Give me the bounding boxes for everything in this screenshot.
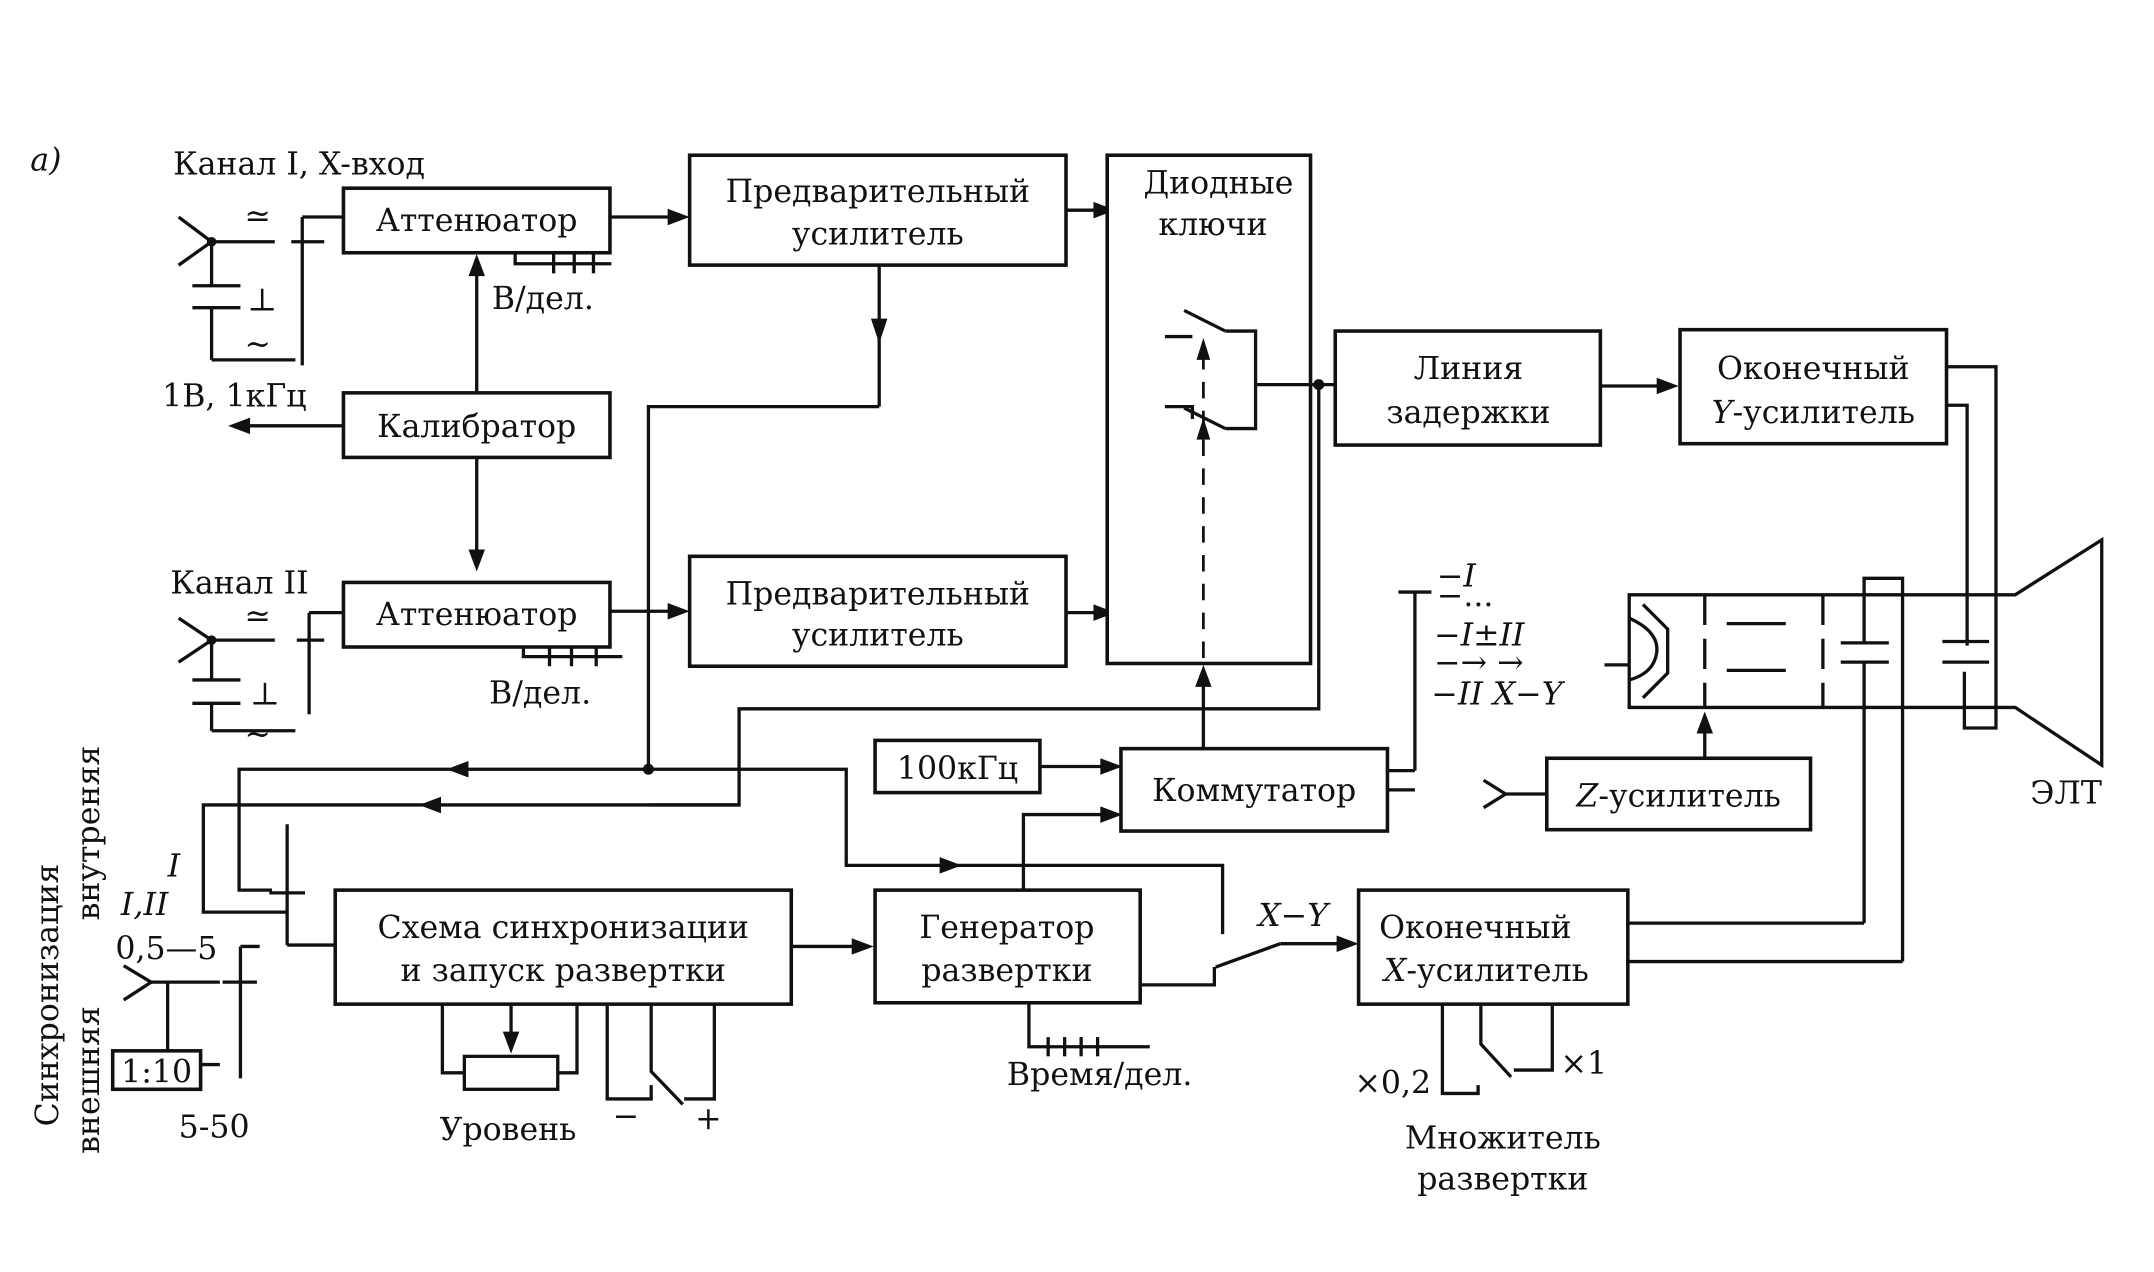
preamp1-block: Предварительный усилитель: [687, 153, 1068, 267]
svg-text:Генератор: Генератор: [919, 910, 1094, 946]
svg-text:Z-усилитель: Z-усилитель: [1575, 778, 1780, 814]
volts-per-div-switch-1[interactable]: В/дел.: [492, 252, 612, 317]
svg-text:Линия: Линия: [1414, 351, 1523, 387]
channel2-title: Канал II: [170, 565, 308, 601]
mode-chop: −...: [1437, 578, 1494, 614]
preamp2-block: Предварительный усилитель: [687, 554, 1068, 669]
svg-text:усилитель: усилитель: [792, 618, 964, 654]
xy-switch[interactable]: [1140, 942, 1340, 987]
switcher-block: Коммутатор: [1119, 746, 1390, 833]
svg-text:Аттенюатор: Аттенюатор: [376, 597, 578, 633]
sweep-multiplier-label-2: развертки: [1417, 1162, 1588, 1198]
coupling-ground-icon: ⊥: [250, 677, 280, 713]
svg-text:X-усилитель: X-усилитель: [1381, 953, 1589, 989]
attenuator2-block: Аттенюатор: [341, 580, 612, 649]
divider-1-10-block: 1:10: [110, 1049, 203, 1092]
svg-text:Y-усилитель: Y-усилитель: [1712, 395, 1915, 431]
channel1-coupling-switch[interactable]: ≃ ⊥ ∼: [245, 199, 344, 366]
svg-text:100кГц: 100кГц: [897, 751, 1018, 787]
sync-source-switch[interactable]: [269, 824, 336, 947]
mode-add: −I±II: [1434, 618, 1525, 654]
svg-text:и запуск развертки: и запуск развертки: [401, 953, 726, 989]
mode-alt: −→ →: [1434, 645, 1523, 681]
svg-text:Диодные: Диодные: [1143, 166, 1293, 202]
sync-internal-label: внутреняя: [71, 746, 107, 921]
range-high-label: 5-50: [179, 1109, 250, 1145]
sweep-multiplier-label-1: Множитель: [1405, 1120, 1601, 1156]
svg-text:задержки: задержки: [1386, 395, 1550, 431]
sync-I-label: I: [167, 848, 181, 884]
calibrator-block: Калибратор: [341, 391, 612, 460]
coupling-ac-icon: ∼: [245, 717, 271, 753]
display-mode-switch[interactable]: −I −... −I±II −→ → −II X−Y: [1386, 559, 1566, 773]
xy-switch-label: X−Y: [1255, 898, 1331, 934]
sync-external-label: внешняя: [71, 1006, 107, 1154]
mode-ch1: −I: [1437, 559, 1476, 595]
range-low-label: 0,5—5: [115, 931, 217, 967]
svg-text:ключи: ключи: [1158, 207, 1267, 243]
sweep-multiplier-switch[interactable]: [1440, 1004, 1554, 1096]
sweep-generator-block: Генератор развертки: [873, 888, 1142, 1005]
slope-switch[interactable]: [605, 1004, 717, 1106]
z-input-connector-icon: [1482, 778, 1547, 810]
attenuator1-block: Аттенюатор: [341, 186, 612, 255]
crt-label: ЭЛТ: [2030, 776, 2102, 812]
level-potentiometer[interactable]: [440, 1004, 579, 1091]
mult-0-2-label: ×0,2: [1354, 1065, 1431, 1101]
volts-per-div-label-2: В/дел.: [489, 675, 591, 711]
ext-sync-range-switch[interactable]: [222, 944, 260, 1079]
diode-keys-block: Диодные ключи: [1105, 153, 1313, 666]
slope-minus-label: −: [613, 1098, 639, 1134]
mult-1-label: ×1: [1561, 1046, 1608, 1082]
coupling-ac-dc-icon: ≃: [245, 598, 271, 634]
volts-per-div-label-1: В/дел.: [492, 281, 594, 317]
svg-text:усилитель: усилитель: [792, 217, 964, 253]
coupling-ac-dc-icon: ≃: [245, 199, 271, 235]
ext-sync-connector-icon: [122, 964, 220, 1051]
svg-text:Коммутатор: Коммутатор: [1152, 773, 1356, 809]
slope-plus-label: +: [695, 1101, 721, 1137]
z-amplifier-block: Z-усилитель: [1545, 756, 1813, 832]
y-amplifier-block: Оконечный Y-усилитель: [1678, 327, 1949, 446]
svg-text:Калибратор: Калибратор: [377, 409, 576, 445]
channel1-title: Канал I, X-вход: [173, 146, 425, 182]
svg-text:развертки: развертки: [921, 953, 1092, 989]
level-label: Уровень: [440, 1112, 577, 1148]
volts-per-div-switch-2[interactable]: В/дел.: [489, 646, 623, 711]
channel2-input-connector-icon: [177, 616, 296, 733]
time-per-div-label: Время/дел.: [1007, 1057, 1192, 1093]
crt-tube-icon: [1604, 536, 2104, 962]
time-per-div-switch[interactable]: Время/дел.: [1007, 1002, 1192, 1093]
electronic-switch-icon: [1164, 308, 1319, 687]
figure-label: а): [30, 142, 61, 178]
channel1-input-connector-icon: [177, 215, 296, 362]
calibrator-output-label: 1В, 1кГц: [162, 379, 306, 415]
mode-ch2-xy: −II X−Y: [1431, 677, 1565, 713]
sync-I-II-label: I,II: [120, 887, 169, 923]
svg-text:Оконечный: Оконечный: [1379, 910, 1571, 946]
oscillator-100khz-block: 100кГц: [873, 738, 1042, 795]
sync-trigger-block: Схема синхронизации и запуск развертки: [333, 888, 794, 1006]
coupling-ground-icon: ⊥: [247, 282, 277, 318]
coupling-ac-icon: ∼: [245, 326, 271, 362]
svg-text:1:10: 1:10: [121, 1054, 192, 1090]
svg-text:Схема синхронизации: Схема синхронизации: [378, 910, 749, 946]
svg-text:Предварительный: Предварительный: [726, 174, 1030, 210]
x-amplifier-block: Оконечный X-усилитель: [1356, 888, 1630, 1006]
svg-text:Предварительный: Предварительный: [726, 576, 1030, 612]
channel2-coupling-switch[interactable]: ≃ ⊥ ∼: [245, 598, 344, 753]
sync-title: Синхронизация: [30, 864, 66, 1127]
svg-text:Оконечный: Оконечный: [1717, 351, 1909, 387]
svg-text:Аттенюатор: Аттенюатор: [376, 203, 578, 239]
delay-line-block: Линия задержки: [1333, 329, 1603, 447]
